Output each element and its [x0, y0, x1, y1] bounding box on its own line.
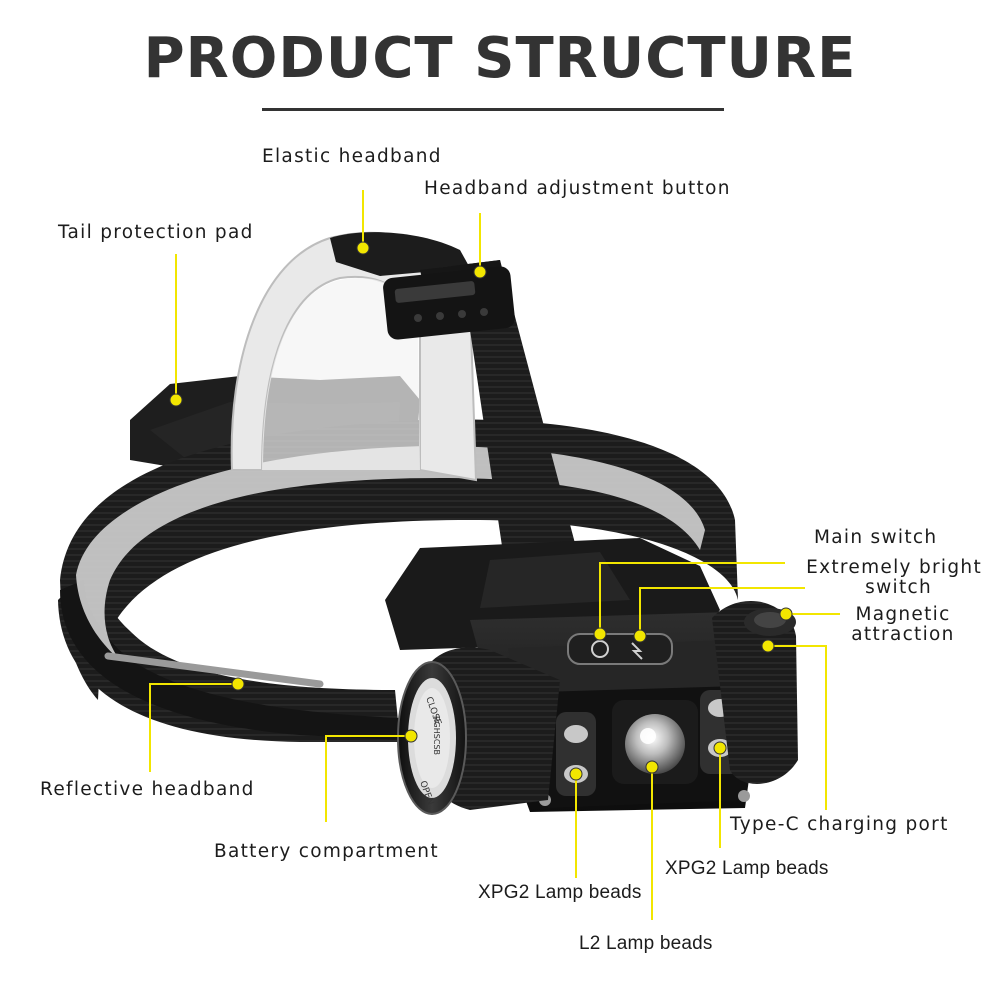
cap-marking-code: RGHSCSB: [432, 716, 441, 755]
label-extremely-bright-switch-line1: Extremely bright: [806, 557, 982, 578]
label-type-c-charging-port: Type-C charging port: [730, 814, 949, 835]
label-magnetic-attraction-line2: attraction: [851, 624, 955, 645]
label-main-switch: Main switch: [814, 527, 938, 548]
label-tail-protection-pad: Tail protection pad: [58, 222, 254, 243]
label-extremely-bright-switch-line2: switch: [865, 577, 932, 598]
label-reflective-headband: Reflective headband: [40, 779, 255, 800]
callout-lines: [149, 190, 840, 920]
label-headband-adjustment-button: Headband adjustment button: [424, 178, 731, 199]
label-elastic-headband: Elastic headband: [262, 146, 442, 167]
battery-cap: CLOSE OPEN RGHSCSB: [397, 647, 560, 815]
label-battery-compartment: Battery compartment: [214, 841, 439, 862]
label-l2-lamp-beads: L2 Lamp beads: [579, 933, 713, 954]
l2-lens-icon: [625, 714, 685, 774]
bright-switch-icon: [631, 642, 643, 660]
reflective-headband: [58, 419, 738, 742]
main-switch-icon: [591, 640, 609, 658]
headband-adjustment-buckle: [383, 266, 515, 340]
lamp-body: [470, 612, 760, 812]
callout-dots: [169, 241, 793, 781]
title-underline: [262, 108, 724, 111]
label-xpg2-lamp-beads-left: XPG2 Lamp beads: [478, 882, 642, 903]
label-magnetic-attraction-line1: Magnetic: [855, 604, 951, 625]
page-title: PRODUCT STRUCTURE: [143, 26, 857, 91]
label-xpg2-lamp-beads-right: XPG2 Lamp beads: [665, 858, 829, 879]
